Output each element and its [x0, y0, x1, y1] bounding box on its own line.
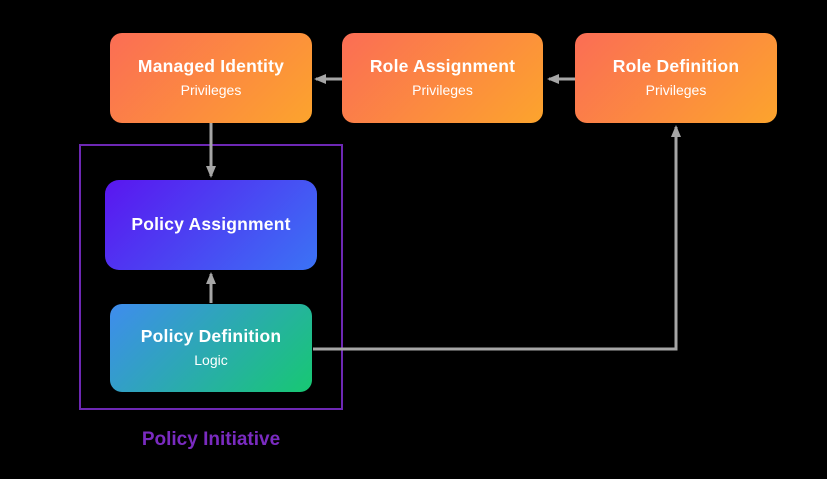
node-policy-definition-title: Policy Definition	[140, 326, 282, 347]
node-policy-assignment: Policy Assignment	[105, 180, 317, 270]
node-role-assignment: Role Assignment Privileges	[342, 33, 543, 123]
node-role-assignment-title: Role Assignment	[369, 56, 516, 77]
node-policy-definition: Policy Definition Logic	[110, 304, 312, 392]
node-role-definition-title: Role Definition	[612, 56, 740, 77]
policy-initiative-label: Policy Initiative	[141, 429, 281, 450]
node-policy-assignment-title: Policy Assignment	[131, 214, 291, 235]
node-managed-identity-subtitle: Privileges	[180, 82, 242, 99]
edge-policy-definition-to-role-definition	[313, 125, 681, 351]
node-managed-identity-title: Managed Identity	[137, 56, 285, 77]
node-policy-definition-subtitle: Logic	[194, 352, 228, 369]
node-role-definition: Role Definition Privileges	[575, 33, 777, 123]
node-role-assignment-subtitle: Privileges	[412, 82, 473, 99]
node-managed-identity: Managed Identity Privileges	[110, 33, 312, 123]
node-role-definition-subtitle: Privileges	[645, 82, 707, 99]
